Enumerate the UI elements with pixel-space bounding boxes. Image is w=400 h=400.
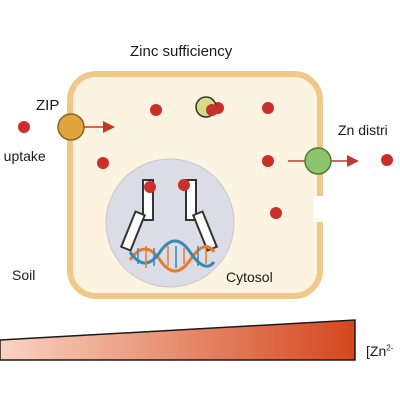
zinc-ion-icon xyxy=(262,102,274,114)
zip-label: ZIP xyxy=(36,97,60,114)
diagram-title: Zinc sufficiency xyxy=(130,43,233,60)
distribution-label: Zn distri xyxy=(338,122,388,138)
zinc-concentration-label: [Zn2- xyxy=(366,344,393,358)
zinc-ion-icon xyxy=(262,155,274,167)
uptake-label: n uptake xyxy=(0,148,46,164)
zinc-concentration-prefix: [Zn xyxy=(366,343,387,359)
zinc-ion-icon xyxy=(18,121,30,133)
zinc-ion-icon xyxy=(150,104,162,116)
zinc-ion-icon xyxy=(270,207,282,219)
cell-wall-gap xyxy=(314,196,326,222)
zip-transporter-icon xyxy=(57,113,85,141)
zinc-ion-icon xyxy=(144,181,156,193)
export-transporter-icon xyxy=(304,147,332,175)
zinc-ions xyxy=(18,102,393,219)
cytosol-label: Cytosol xyxy=(226,269,273,285)
zinc-charge-superscript: 2- xyxy=(386,343,394,353)
zinc-ion-icon xyxy=(97,157,109,169)
soil-label: Soil xyxy=(12,267,36,283)
zinc-gradient-wedge xyxy=(0,319,356,361)
nucleus xyxy=(105,158,235,288)
zinc-vesicle-icon xyxy=(195,96,218,118)
zinc-ion-icon xyxy=(178,179,190,191)
transcription-factor-icon xyxy=(119,179,219,252)
dna-helix-icon xyxy=(128,239,216,273)
zinc-ion-icon xyxy=(381,154,393,166)
